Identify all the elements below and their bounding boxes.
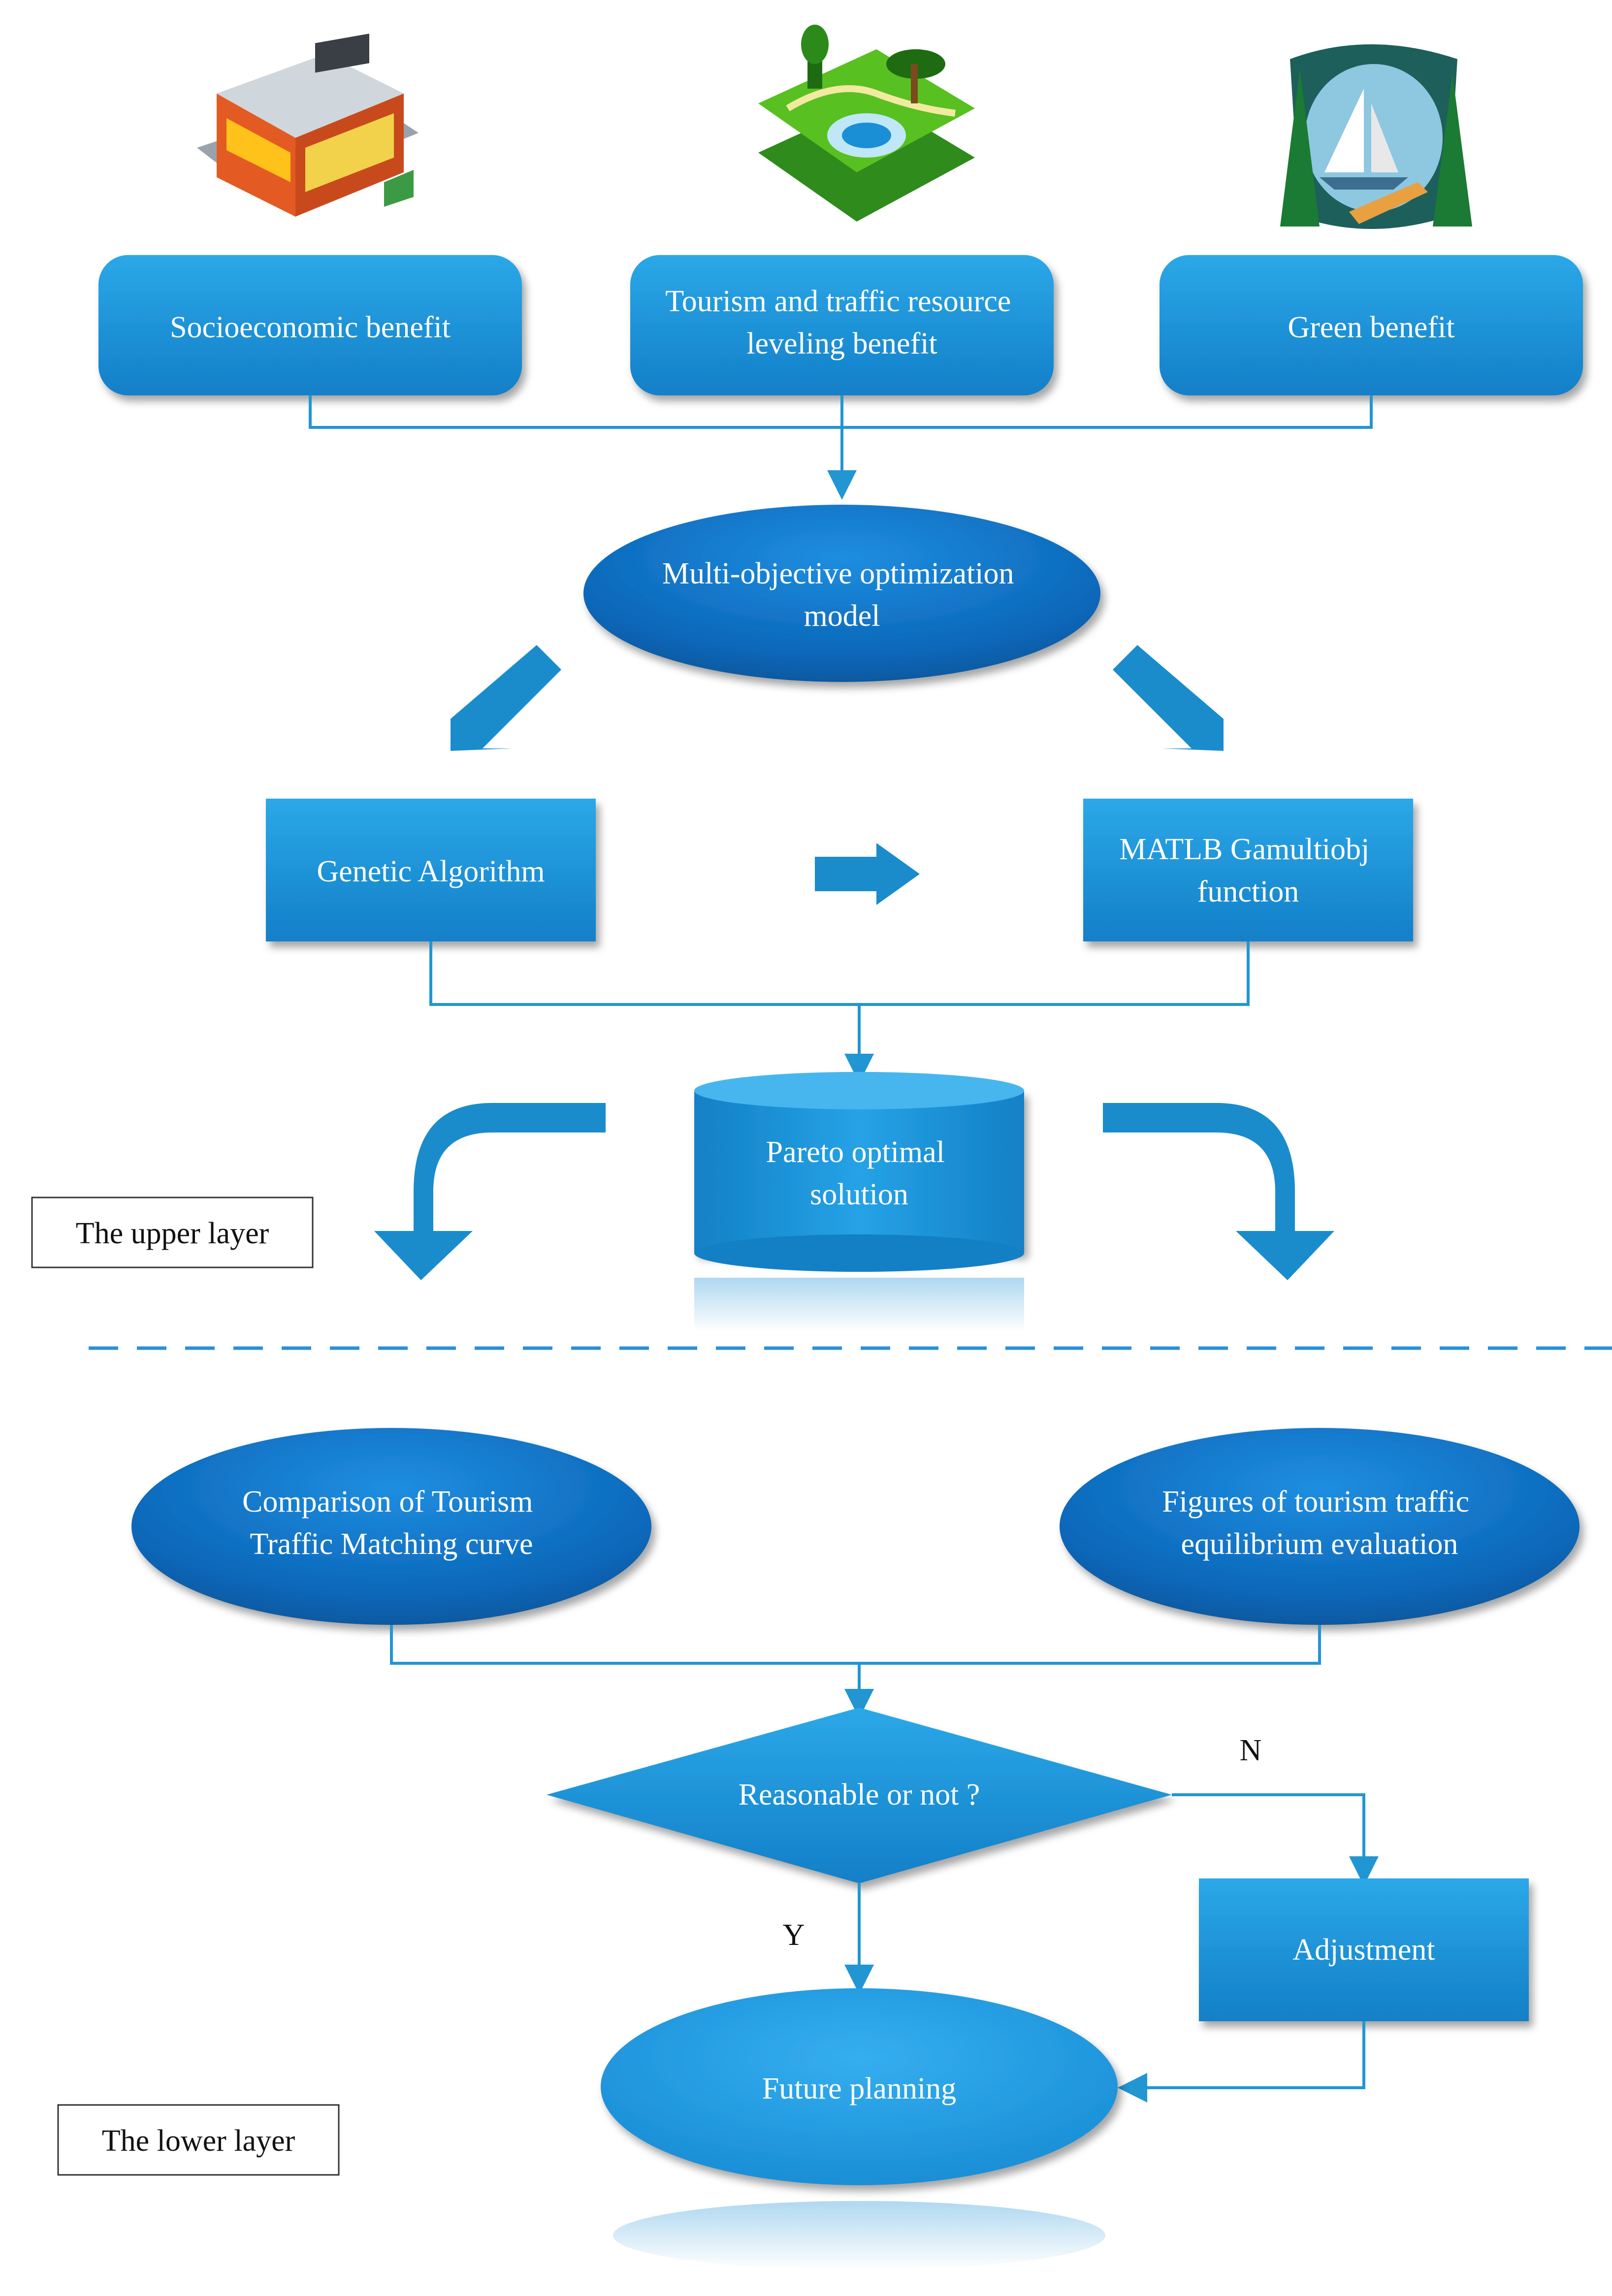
yes-label: Y <box>783 1918 805 1952</box>
ellipse-multi-objective-model: Multi-objective optimization model <box>583 505 1100 682</box>
decision-diamond-reasonable: Reasonable or not ? <box>547 1708 1172 1883</box>
lower-layer-label: The lower layer <box>102 2124 295 2158</box>
box-socioeconomic-benefit: Socioeconomic benefit <box>98 255 522 395</box>
park-map-icon <box>758 25 975 222</box>
shop-building-icon <box>197 33 419 217</box>
box-adjustment: Adjustment <box>1199 1878 1529 2021</box>
box-genetic-algorithm: Genetic Algorithm <box>266 799 596 941</box>
genetic-label: Genetic Algorithm <box>317 855 545 888</box>
decision-label: Reasonable or not ? <box>739 1778 980 1811</box>
connector-to-pareto <box>429 941 1250 1083</box>
future-label: Future planning <box>762 2072 956 2105</box>
block-arrow-genetic-to-matlab <box>815 843 920 905</box>
pareto-label: Pareto optimal solution <box>766 1135 953 1211</box>
box-green-benefit: Green benefit <box>1160 255 1583 395</box>
model-label: Multi-objective optimization model <box>662 557 1022 633</box>
ellipse-comparison-matching-curve: Comparison of Tourism Traffic Matching c… <box>131 1428 651 1625</box>
upper-layer-label: The upper layer <box>76 1217 269 1250</box>
box-socioeconomic-label: Socioeconomic benefit <box>170 311 451 344</box>
cylinder-pareto-optimal: Pareto optimal solution <box>694 1072 1024 1332</box>
adjustment-label: Adjustment <box>1292 1933 1435 1967</box>
connector-top-to-model <box>309 395 1373 500</box>
lake-sailboat-icon <box>1280 44 1472 229</box>
curved-arrow-right <box>1103 1103 1334 1280</box>
box-tourism-traffic-leveling: Tourism and traffic resource leveling be… <box>630 255 1054 395</box>
figures-label: Figures of tourism traffic equilibrium e… <box>1162 1485 1477 1561</box>
box-tourism-label: Tourism and traffic resource leveling be… <box>665 285 1019 360</box>
comparison-label: Comparison of Tourism Traffic Matching c… <box>242 1485 541 1561</box>
no-label: N <box>1240 1734 1262 1767</box>
box-green-label: Green benefit <box>1288 311 1454 344</box>
curved-arrow-left <box>374 1103 606 1280</box>
upper-layer-label-box: The upper layer <box>31 1197 314 1268</box>
connector-no-branch <box>1172 1793 1379 1886</box>
connector-adjustment-to-future <box>1118 2021 1365 2102</box>
connector-to-decision <box>390 1625 1321 1718</box>
block-arrow-to-matlab <box>1113 645 1224 751</box>
box-matlab-gamultiobj: MATLB Gamultiobj function <box>1083 799 1413 941</box>
matlab-label: MATLB Gamultiobj function <box>1119 833 1377 908</box>
ellipse-future-planning: Future planning <box>601 1988 1118 2270</box>
ellipse-figures-equilibrium: Figures of tourism traffic equilibrium e… <box>1060 1428 1580 1625</box>
block-arrow-to-genetic <box>451 645 561 751</box>
lower-layer-label-box: The lower layer <box>57 2104 340 2176</box>
